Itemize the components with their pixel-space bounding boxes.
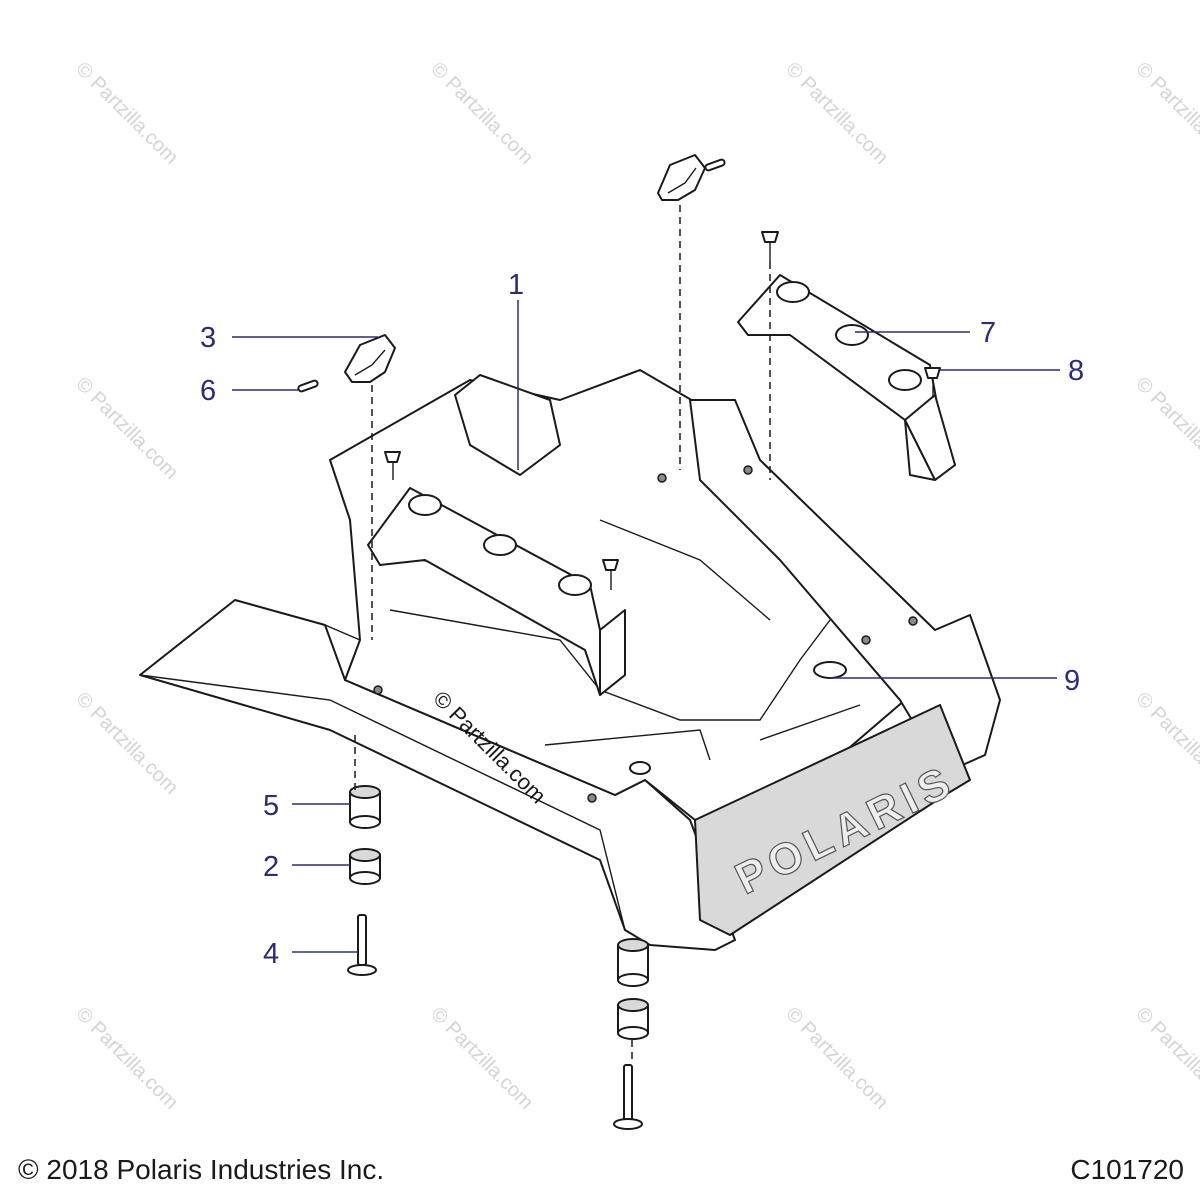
svg-text:8: 8 [1068, 355, 1084, 387]
svg-text:6: 6 [200, 375, 216, 407]
watermark: © Partzilla.com [781, 58, 892, 169]
watermark: © Partzilla.com [71, 688, 182, 799]
callout-4: 4 [263, 938, 358, 970]
assembly-lines [354, 205, 771, 1062]
callout-2: 2 [263, 851, 350, 883]
watermark: © Partzilla.com [426, 1003, 537, 1114]
cargo-rail-right [737, 274, 956, 481]
callouts: 1 3 6 7 8 9 5 [200, 269, 1084, 970]
callout-5: 5 [263, 790, 350, 822]
copyright-text: © 2018 Polaris Industries Inc. [18, 1154, 385, 1185]
watermark: © Partzilla.com [71, 58, 182, 169]
svg-text:5: 5 [263, 790, 279, 822]
watermark: © Partzilla.com [1131, 1003, 1200, 1114]
rear-rack-body: POLARIS [139, 369, 1001, 951]
svg-text:2: 2 [263, 851, 279, 883]
svg-text:3: 3 [200, 322, 216, 354]
figure-id: C101720 [1070, 1154, 1184, 1185]
watermark: © Partzilla.com [71, 373, 182, 484]
watermark: © Partzilla.com [426, 58, 537, 169]
svg-text:4: 4 [263, 938, 279, 970]
svg-text:1: 1 [508, 269, 524, 301]
watermark: © Partzilla.com [71, 1003, 182, 1114]
callout-3: 3 [200, 322, 378, 354]
watermark: © Partzilla.com [1131, 688, 1200, 799]
watermark: © Partzilla.com [1131, 58, 1200, 169]
callout-9: 9 [830, 665, 1080, 697]
rivets [384, 231, 941, 590]
isolators-and-bolts [347, 785, 649, 1130]
watermark: © Partzilla.com [781, 1003, 892, 1114]
latches [297, 154, 726, 393]
svg-text:7: 7 [980, 317, 996, 349]
callout-6: 6 [200, 375, 298, 407]
svg-text:9: 9 [1064, 665, 1080, 697]
callout-1: 1 [508, 269, 524, 470]
callout-7: 7 [855, 317, 996, 349]
callout-8: 8 [940, 355, 1084, 387]
cargo-rail-left [367, 487, 626, 696]
watermark: © Partzilla.com [1131, 373, 1200, 484]
